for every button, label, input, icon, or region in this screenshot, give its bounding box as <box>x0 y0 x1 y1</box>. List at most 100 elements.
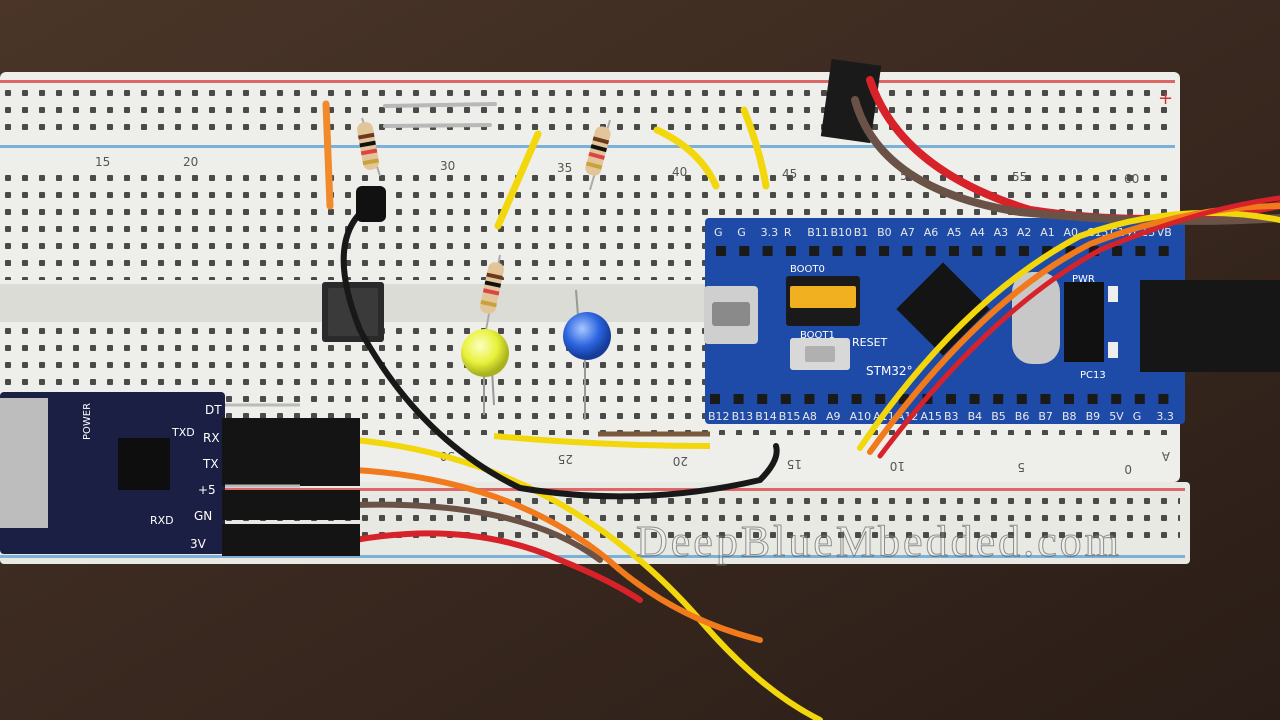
usb-plug <box>0 398 48 528</box>
ttl-chip <box>118 438 170 490</box>
pin-label: G <box>714 226 723 239</box>
swd-header-connector <box>1140 280 1280 372</box>
column-number: 5 <box>1017 460 1025 474</box>
pin-label: TX <box>202 457 219 471</box>
pc13-led <box>1108 342 1118 358</box>
header-pin <box>925 246 936 256</box>
header-pin <box>832 246 843 256</box>
pin-label: B3 <box>944 410 959 423</box>
pin-label: B8 <box>1062 410 1077 423</box>
column-number: 55 <box>1012 170 1027 184</box>
header-pin <box>716 246 726 256</box>
rxd-label: RXD <box>150 514 174 527</box>
jumper-housing <box>222 418 360 452</box>
pin-label: B15 <box>779 410 801 423</box>
header-pin <box>809 246 820 256</box>
pin-label: GN <box>194 509 212 523</box>
reset-label: RESET <box>852 336 888 349</box>
header-block <box>1064 282 1104 362</box>
header-pin <box>902 246 913 256</box>
column-number: 15 <box>787 457 802 471</box>
pin-label: 3V <box>190 537 207 551</box>
stm32-serial-wires <box>857 195 1280 459</box>
column-number: 30 <box>440 159 455 173</box>
pin-label: R <box>784 226 792 239</box>
header-pin <box>785 246 796 256</box>
pin-label: B6 <box>1015 410 1030 423</box>
pin-label: B9 <box>1086 410 1101 423</box>
pin-label: B5 <box>991 410 1006 423</box>
pin-label: A9 <box>826 410 841 423</box>
black-wire-plug <box>356 186 386 222</box>
header-pin <box>804 394 815 404</box>
pin-label: B11 <box>807 226 829 239</box>
header-pin <box>1064 394 1074 404</box>
column-number: 15 <box>95 155 110 169</box>
pin-label: B14 <box>755 410 777 423</box>
header-pin <box>898 394 909 404</box>
header-pin <box>875 394 886 404</box>
header-pin <box>855 246 866 256</box>
header-pin <box>1111 394 1122 404</box>
header-pin <box>969 394 980 404</box>
header-pin <box>1018 246 1029 256</box>
header-pin <box>1042 246 1053 256</box>
header-pin <box>993 394 1004 404</box>
header-pin <box>995 246 1006 256</box>
header-pin <box>828 394 838 404</box>
yellow-led <box>461 329 509 415</box>
pin-label: A5 <box>947 226 962 239</box>
header-pin <box>1135 246 1146 256</box>
pin-label: A6 <box>924 226 939 239</box>
serial-wires <box>352 437 823 720</box>
power-wires <box>851 76 1280 225</box>
pin-label: A4 <box>970 226 985 239</box>
watermark: DeepBlueMbedded.com <box>636 517 1122 567</box>
header-pin <box>1087 394 1098 404</box>
pin-label: B1 <box>854 226 869 239</box>
pin-label: B7 <box>1038 410 1053 423</box>
column-number: 10 <box>890 459 905 473</box>
jumper-housing <box>222 490 360 520</box>
column-number: 25 <box>558 452 573 466</box>
header-pin <box>780 394 791 404</box>
column-number: 35 <box>557 161 572 175</box>
row-letter: A <box>1161 449 1170 463</box>
header-pin <box>757 394 768 404</box>
header-pin <box>1158 246 1169 256</box>
header-pin <box>949 246 959 256</box>
rail-plus-label: + <box>1158 88 1173 109</box>
resistor <box>357 117 381 177</box>
pin-label: A1 <box>1040 226 1055 239</box>
jumper-housing <box>222 452 360 486</box>
header-pin <box>946 394 956 404</box>
column-number: 20 <box>673 454 688 468</box>
pin-label: 3.3 <box>761 226 779 239</box>
header-pin <box>762 246 773 256</box>
pin-label: A2 <box>1017 226 1032 239</box>
boot-jumper <box>790 286 856 308</box>
pin-label: G <box>1133 410 1142 423</box>
column-number: 0 <box>1124 462 1132 476</box>
column-number: 45 <box>782 167 797 181</box>
orange-jumper-wire <box>322 100 334 210</box>
boot0-label: BOOT0 <box>790 264 825 275</box>
pin-label: 5V <box>1109 410 1124 423</box>
header-pin <box>1040 394 1051 404</box>
txd-label: TXD <box>171 426 195 439</box>
usb-ttl-module: DT RX TX +5 GN 3V TXD RXD POWER <box>0 392 360 556</box>
black-wire <box>340 197 780 500</box>
pin-label: A7 <box>900 226 915 239</box>
header-pin <box>972 246 983 256</box>
brand-label: STM32° <box>866 364 913 378</box>
header-pin <box>1112 246 1123 256</box>
pin-label: B10 <box>831 226 853 239</box>
pin-label: RX <box>203 431 220 445</box>
pin-label: A3 <box>994 226 1009 239</box>
pin-label: G <box>737 226 746 239</box>
column-number: 20 <box>183 155 198 169</box>
header-pin <box>739 246 750 256</box>
pin-label: B13 <box>732 410 754 423</box>
header-pin <box>710 394 720 404</box>
